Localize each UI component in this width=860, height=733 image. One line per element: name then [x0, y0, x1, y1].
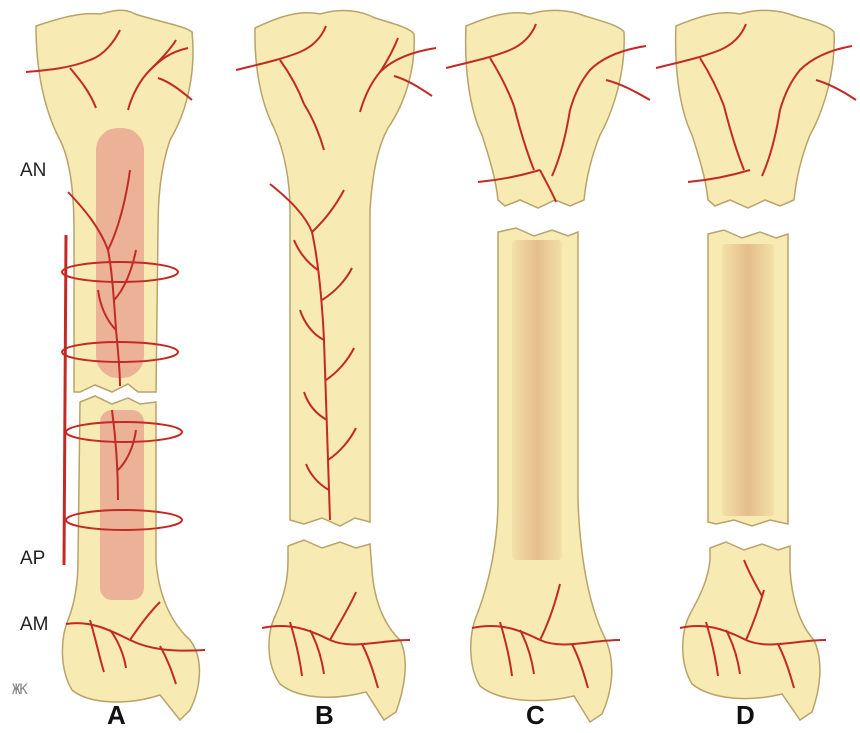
bone-b-upper-fragment: [255, 11, 414, 526]
bone-c: [446, 10, 650, 722]
panel-label-c: C: [526, 700, 545, 731]
label-metaphyseal-artery: AM: [20, 614, 49, 636]
label-periosteal-artery: AP: [20, 548, 45, 570]
bone-a-marrow-lower: [100, 410, 144, 600]
bone-d-upper-fragment: [676, 10, 835, 208]
bone-b: [236, 11, 436, 720]
artist-mark: ЖК: [12, 682, 27, 698]
bone-d-medullary-canal: [722, 244, 774, 516]
bone-b-lower-fragment: [269, 540, 405, 720]
panel-label-a: A: [107, 700, 126, 731]
bone-d: [656, 10, 856, 720]
bone-a-marrow-upper: [96, 128, 144, 378]
panel-label-d: D: [736, 700, 755, 731]
periosteal-artery: [64, 235, 66, 565]
bone-a: [26, 10, 205, 720]
bone-c-medullary-canal: [512, 240, 562, 560]
bone-d-lower-fragment: [683, 542, 820, 720]
panel-label-b: B: [315, 700, 334, 731]
label-nutrient-artery: AN: [20, 160, 46, 182]
